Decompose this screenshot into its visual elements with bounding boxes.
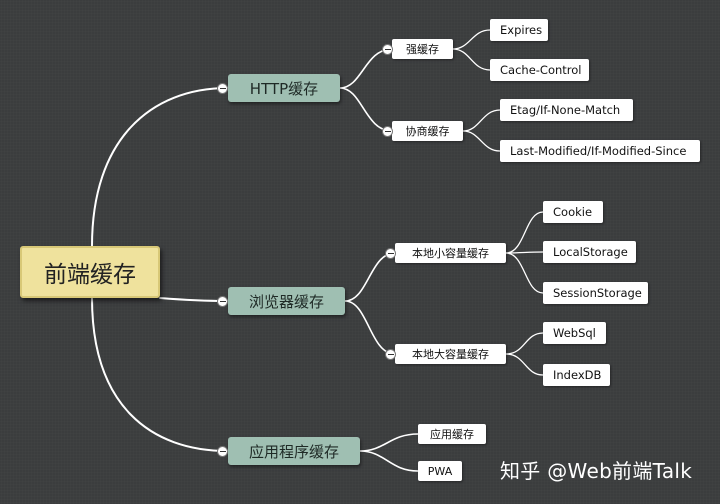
collapse-toggle-icon[interactable] (217, 296, 228, 307)
leaf-etag[interactable]: Etag/If-None-Match (500, 99, 633, 121)
collapse-toggle-icon[interactable] (217, 83, 228, 94)
connector-root-app (91, 297, 229, 452)
connector-app-appcache (359, 433, 419, 452)
collapse-toggle-icon[interactable] (217, 446, 228, 457)
leaf-websql[interactable]: WebSql (543, 322, 606, 344)
leaf-expires[interactable]: Expires (490, 19, 548, 41)
leaf-cookie[interactable]: Cookie (543, 201, 603, 223)
leaf-cache-control[interactable]: Cache-Control (490, 59, 589, 81)
connector-small-cookie (505, 211, 544, 254)
watermark-text: 知乎 @Web前端Talk (500, 459, 693, 483)
connector-negotiate-etag (462, 109, 501, 132)
connector-strong-cachecontrol (452, 48, 491, 71)
node-pwa[interactable]: PWA (418, 461, 462, 481)
connector-http-negotiate (339, 87, 393, 132)
connector-large-indexdb (505, 353, 544, 376)
branch-http-cache[interactable]: HTTP缓存 (228, 74, 340, 102)
node-local-large-cache[interactable]: 本地大容量缓存 (395, 344, 506, 364)
node-appcache[interactable]: 应用缓存 (418, 424, 486, 444)
collapse-toggle-icon[interactable] (382, 44, 393, 55)
connector-app-pwa (359, 450, 419, 472)
collapse-toggle-icon[interactable] (382, 126, 393, 137)
connector-browser-large (344, 300, 396, 355)
leaf-last-modified[interactable]: Last-Modified/If-Modified-Since (500, 140, 700, 162)
connector-http-strong (339, 48, 393, 89)
leaf-indexdb[interactable]: IndexDB (543, 364, 610, 386)
connector-large-websql (505, 332, 544, 355)
branch-browser-cache[interactable]: 浏览器缓存 (228, 287, 345, 315)
connector-root-http (91, 87, 229, 247)
leaf-sessionstorage[interactable]: SessionStorage (543, 282, 648, 304)
root-node[interactable]: 前端缓存 (20, 246, 160, 298)
branch-app-cache[interactable]: 应用程序缓存 (228, 437, 360, 465)
node-local-small-cache[interactable]: 本地小容量缓存 (395, 243, 506, 263)
collapse-toggle-icon[interactable] (385, 349, 396, 360)
node-strong-cache[interactable]: 强缓存 (392, 39, 453, 59)
connector-small-sessionstorage (505, 252, 544, 294)
connector-strong-expires (452, 29, 491, 50)
node-negotiate-cache[interactable]: 协商缓存 (392, 121, 463, 141)
connector-browser-small (344, 252, 396, 302)
leaf-localstorage[interactable]: LocalStorage (543, 241, 636, 263)
collapse-toggle-icon[interactable] (385, 248, 396, 259)
connector-negotiate-lastmodified (462, 130, 501, 152)
